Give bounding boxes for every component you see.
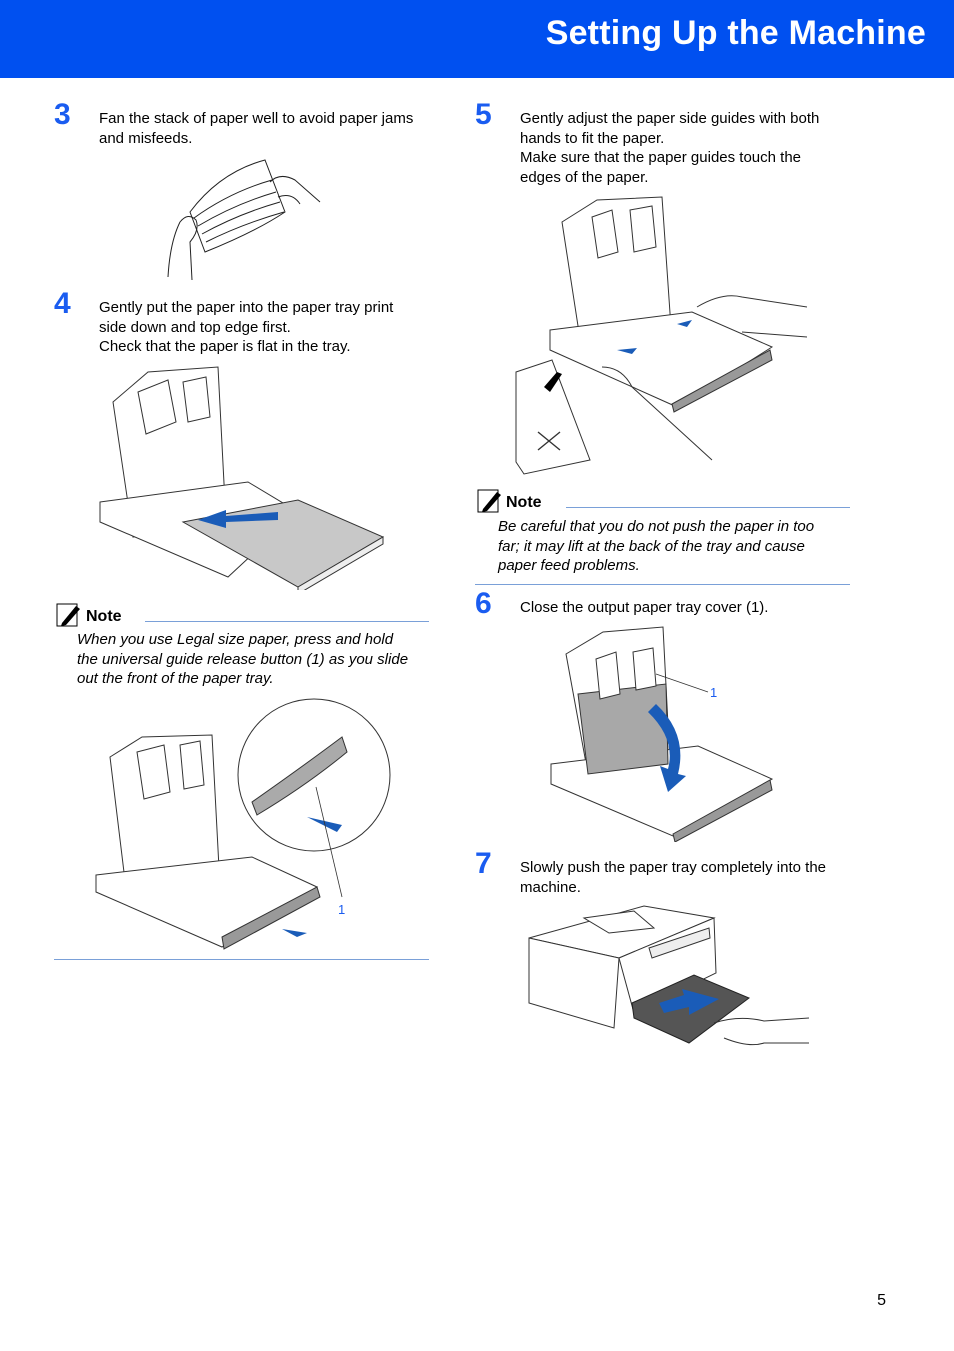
page-number: 5 bbox=[877, 1292, 886, 1309]
paper-into-tray-illustration bbox=[99, 366, 385, 590]
step-3-number: 3 bbox=[54, 98, 71, 131]
step-3-text: Fan the stack of paper well to avoid pap… bbox=[99, 109, 439, 148]
page-header: Setting Up the Machine bbox=[0, 0, 954, 78]
close-output-cover-illustration bbox=[550, 626, 774, 842]
note-2-line: paper feed problems. bbox=[498, 557, 640, 574]
step-6-line: Close the output paper tray cover (1). bbox=[520, 599, 769, 616]
note-1-line: out the front of the paper tray. bbox=[77, 670, 274, 687]
note-1-top-rule bbox=[145, 621, 429, 622]
step-3-line: and misfeeds. bbox=[99, 129, 193, 147]
note-2-bottom-rule bbox=[475, 584, 850, 585]
step-3-line: Fan the stack of paper well to avoid pap… bbox=[99, 110, 414, 127]
note-1-line: When you use Legal size paper, press and… bbox=[77, 631, 394, 648]
note-1-text: When you use Legal size paper, press and… bbox=[77, 630, 437, 689]
step-7-line: machine. bbox=[520, 878, 581, 896]
output-cover-callout: 1 bbox=[710, 685, 718, 700]
note-2-line: Be careful that you do not push the pape… bbox=[498, 518, 815, 535]
legal-paper-tray-illustration bbox=[95, 698, 391, 950]
note-2-top-rule bbox=[566, 507, 850, 508]
push-tray-into-machine-illustration bbox=[528, 905, 810, 1046]
left-column-bottom-rule bbox=[54, 959, 429, 960]
step-4-line: Gently put the paper into the paper tray… bbox=[99, 299, 394, 316]
page-title: Setting Up the Machine bbox=[545, 14, 926, 52]
step-7-line: Slowly push the paper tray completely in… bbox=[520, 859, 826, 876]
note-1-line: the universal guide release button (1) a… bbox=[77, 650, 409, 668]
step-5-line: edges of the paper. bbox=[520, 168, 649, 186]
fanning-paper-illustration bbox=[167, 159, 321, 281]
step-6-text: Close the output paper tray cover (1). bbox=[520, 598, 860, 618]
adjust-side-guides-illustration bbox=[515, 196, 808, 475]
note-pencil-icon bbox=[56, 603, 80, 627]
note-2-text: Be careful that you do not push the pape… bbox=[498, 517, 858, 576]
legal-button-callout: 1 bbox=[338, 902, 346, 917]
note-2-heading: Note bbox=[506, 494, 542, 511]
step-4-line: Check that the paper is flat in the tray… bbox=[99, 338, 351, 355]
step-4-number: 4 bbox=[54, 287, 71, 320]
note-2-line: far; it may lift at the back of the tray… bbox=[498, 537, 805, 555]
step-5-line: Gently adjust the paper side guides with… bbox=[520, 110, 820, 127]
note-pencil-icon bbox=[477, 489, 501, 513]
step-5-line: Make sure that the paper guides touch th… bbox=[520, 149, 802, 166]
step-5-number: 5 bbox=[475, 98, 492, 131]
step-7-text: Slowly push the paper tray completely in… bbox=[520, 858, 860, 897]
step-6-number: 6 bbox=[475, 587, 492, 620]
step-5-text: Gently adjust the paper side guides with… bbox=[520, 109, 860, 187]
step-4-line: side down and top edge first. bbox=[99, 318, 291, 336]
step-5-line: hands to fit the paper. bbox=[520, 129, 665, 147]
note-1-heading: Note bbox=[86, 608, 122, 625]
step-7-number: 7 bbox=[475, 847, 492, 880]
step-4-text: Gently put the paper into the paper tray… bbox=[99, 298, 439, 357]
